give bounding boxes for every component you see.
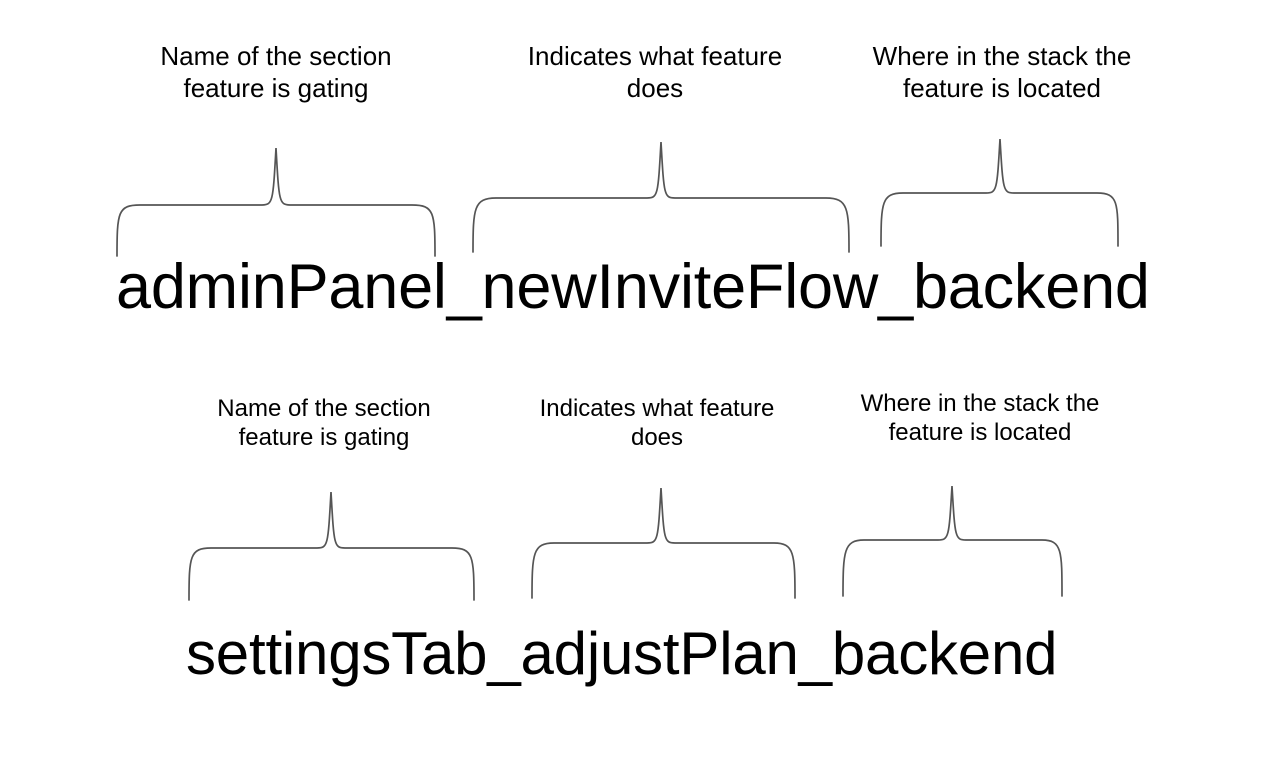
annotation-label-row1-behavior: Indicates what feature does bbox=[527, 41, 783, 103]
annotation-label-row1-section: Name of the section feature is gating bbox=[160, 41, 392, 103]
curly-brace-row2-behavior bbox=[531, 487, 796, 599]
curly-brace-row1-stack-location bbox=[880, 138, 1119, 247]
annotation-label-row2-section: Name of the section feature is gating bbox=[217, 395, 431, 452]
annotation-label-row2-behavior: Indicates what feature does bbox=[539, 395, 775, 452]
curly-brace-row2-stack-location bbox=[842, 485, 1063, 597]
curly-brace-row1-section bbox=[116, 147, 436, 257]
annotation-label-row2-stack-location: Where in the stack the feature is locate… bbox=[860, 390, 1100, 447]
feature-flag-identifier-row2: settingsTab_adjustPlan_backend bbox=[186, 620, 1058, 687]
curly-brace-row1-behavior bbox=[472, 141, 850, 253]
curly-brace-row2-section bbox=[188, 491, 475, 601]
annotation-label-row1-stack-location: Where in the stack the feature is locate… bbox=[872, 41, 1132, 103]
feature-flag-identifier-row1: adminPanel_newInviteFlow_backend bbox=[116, 252, 1150, 322]
